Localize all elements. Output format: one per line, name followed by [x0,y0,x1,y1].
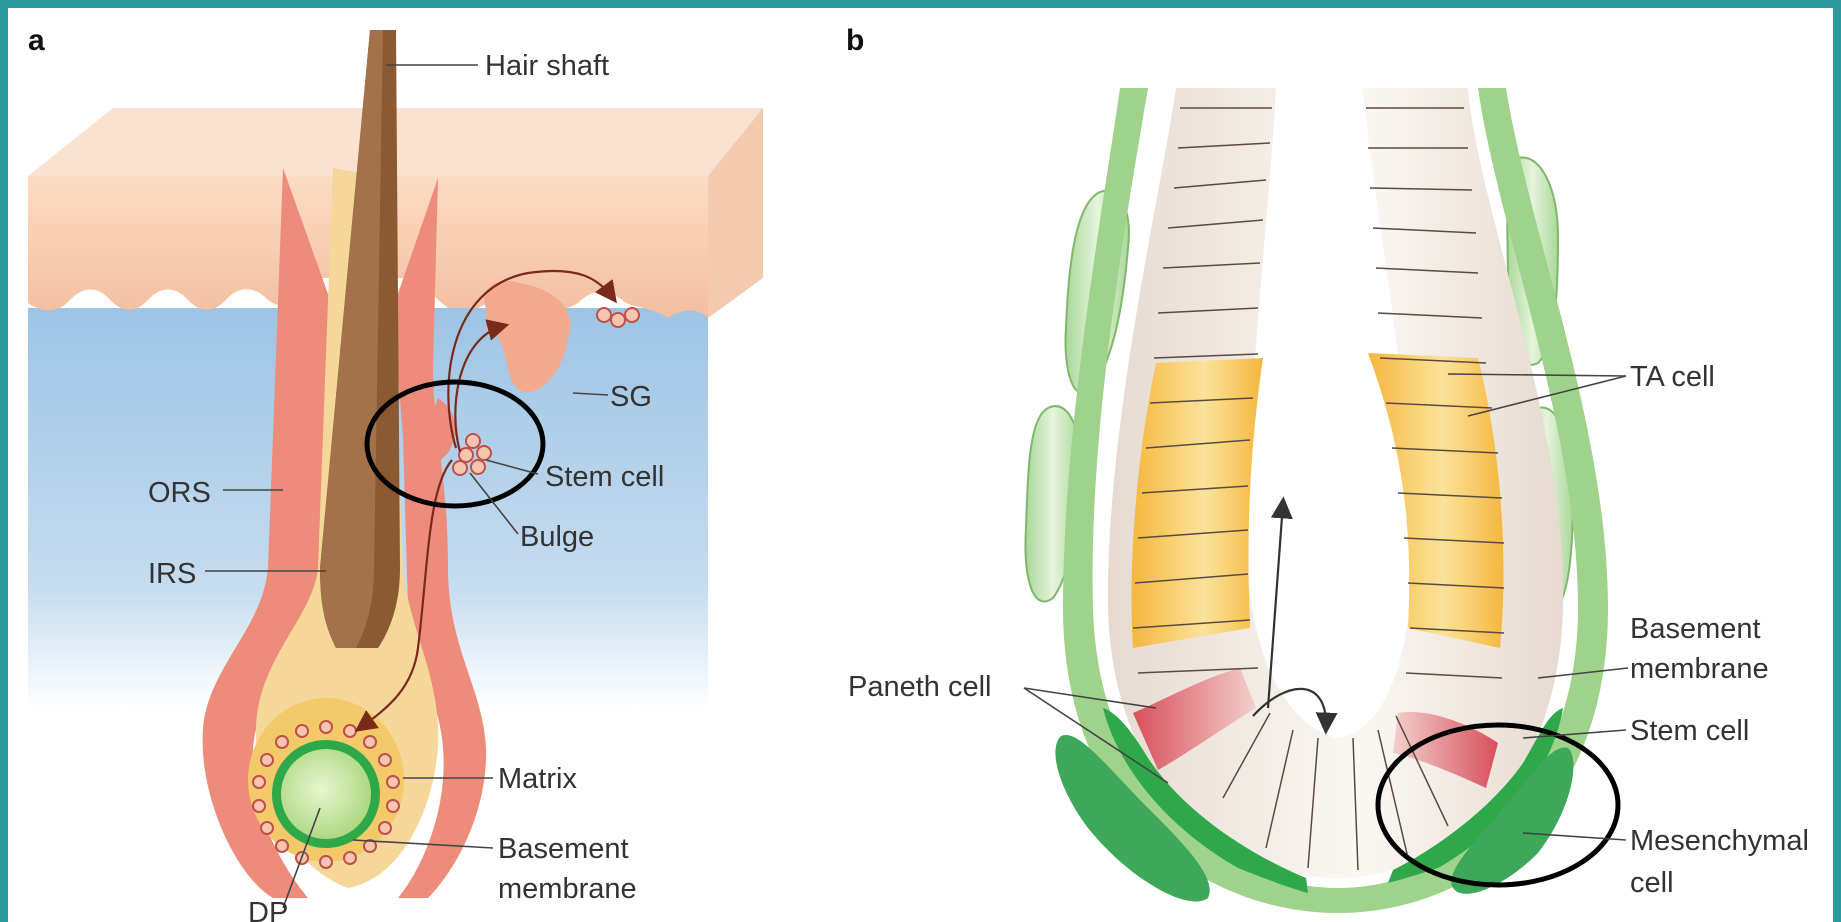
label-ta-cell: TA cell [1630,361,1715,393]
label-basement-membrane-a-line2: membrane [498,873,637,905]
label-basement-membrane-b-line2: membrane [1630,653,1769,685]
figure-canvas: a [8,8,1833,922]
panel-a-label: a [28,24,45,57]
label-ors: ORS [148,477,211,509]
panel-b-label: b [846,24,864,57]
label-dp: DP [248,897,288,922]
label-mesenchymal-cell-line2: cell [1630,867,1674,899]
ta-cells-left [1132,358,1263,648]
label-stem-cell-b: Stem cell [1630,715,1749,747]
label-hair-shaft: Hair shaft [485,50,609,82]
crypt-epithelium [1108,88,1563,878]
label-basement-membrane-b-line1: Basement [1630,613,1761,645]
ta-cells-right [1368,353,1504,648]
label-matrix: Matrix [498,763,577,795]
label-irs: IRS [148,558,196,590]
label-sg: SG [610,381,652,413]
panel-b-intestinal-crypt: b [846,24,1809,913]
label-paneth-cell: Paneth cell [848,671,992,703]
label-basement-membrane-a-line1: Basement [498,833,629,865]
label-stem-cell-a: Stem cell [545,461,664,493]
label-mesenchymal-cell-line1: Mesenchymal [1630,825,1809,857]
panel-a-hair-follicle: a [28,24,763,922]
figure-frame: a [8,8,1833,922]
label-bulge: Bulge [520,521,594,553]
dermal-papilla [281,749,371,839]
